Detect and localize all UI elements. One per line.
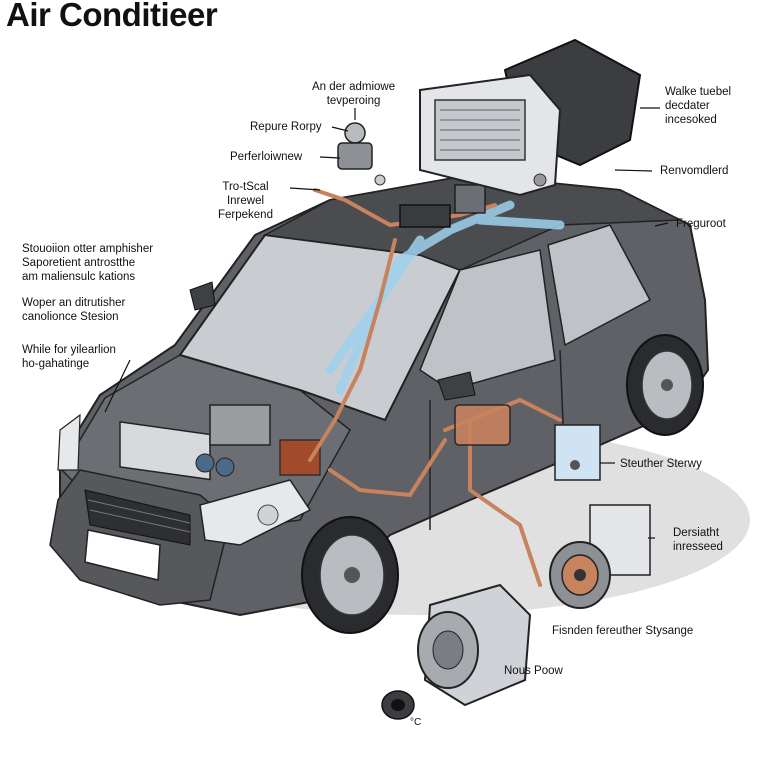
label-stouoiion: Stouoiion otter amphisher Saporetient an…	[22, 243, 154, 283]
label-deg-c: °C	[410, 717, 422, 728]
label-an-der-admiowe: An der admiowe tevperoing	[312, 81, 396, 107]
engine-bay	[119, 404, 321, 481]
front-side-window	[419, 249, 556, 391]
label-nous-poow: Nous Poow	[504, 665, 563, 677]
label-woper-an: Woper an ditrutisher canolionce Stesion	[22, 297, 126, 323]
diagram-title: Air Conditieer	[6, 0, 218, 33]
rear-wheel	[626, 334, 704, 436]
label-freguroot: Freguroot	[676, 218, 726, 230]
side-mirror	[437, 371, 476, 401]
label-renvomdlerd: Renvomdlerd	[660, 165, 729, 177]
label-repure-rorpy: Repure Rorpy	[250, 121, 322, 133]
refrigerant-pipes	[308, 188, 562, 587]
label-steuther-sterwy: Steuther Sterwy	[620, 458, 702, 470]
left-mirror	[189, 281, 216, 311]
leader-lines	[104, 107, 669, 539]
temperature-sensor	[381, 690, 415, 720]
front-wheel	[301, 516, 399, 634]
label-fisnden: Fisnden fereuther Stysange	[552, 625, 694, 637]
label-tro-tscal: Tro-tScal Inrewel Ferpekend	[218, 181, 273, 221]
label-while-for: While for yilearlion ho-gahatinge	[22, 344, 116, 370]
label-dersiatht: Dersiatht inresseed	[673, 527, 723, 553]
manifold-block	[399, 184, 486, 228]
label-perferloiwnew: Perferloiwnew	[230, 151, 303, 163]
label-walke-tuebel: Walke tuebel decdater incesoked	[665, 86, 732, 126]
evaporator-unit	[419, 38, 642, 197]
rear-side-window	[547, 224, 652, 347]
compressor	[417, 583, 532, 707]
expansion-valve	[337, 122, 386, 186]
door-module	[454, 404, 601, 481]
compressor-clutch	[549, 504, 651, 609]
